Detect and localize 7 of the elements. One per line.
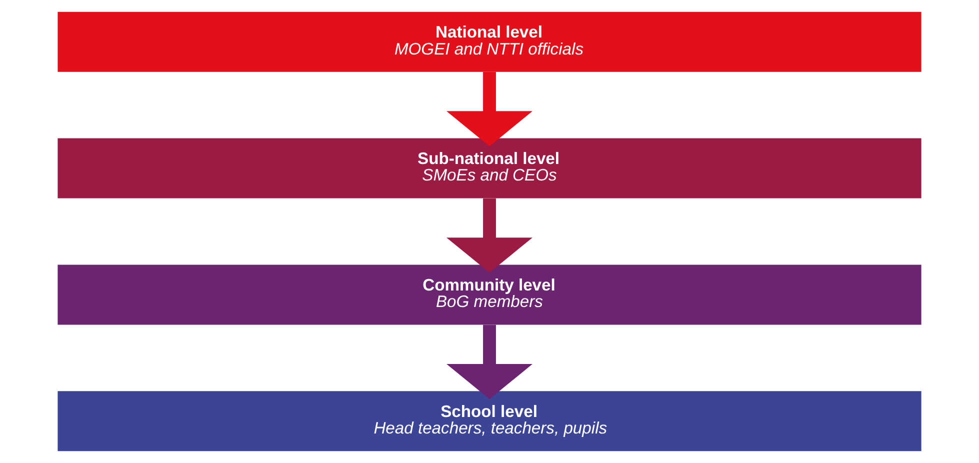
node-box: Sub-national level SMoEs and CEOs xyxy=(58,138,922,198)
node-box: National level MOGEI and NTTI officials xyxy=(58,12,922,72)
node-box: Community level BoG members xyxy=(58,264,922,325)
arrow xyxy=(446,72,532,146)
arrow xyxy=(446,324,532,400)
arrow xyxy=(446,198,532,273)
node-box: School level Head teachers, teachers, pupils xyxy=(58,391,922,452)
